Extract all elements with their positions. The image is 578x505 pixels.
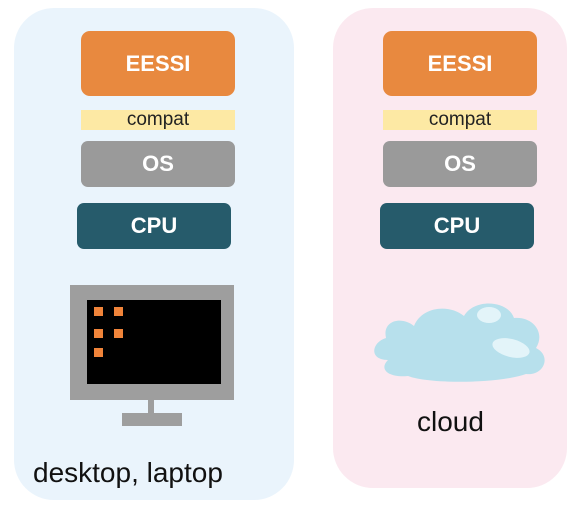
os-layer-left: OS <box>81 141 235 187</box>
screen-pixel <box>94 329 103 338</box>
desktop-monitor-icon <box>70 285 234 426</box>
monitor-base <box>122 413 182 426</box>
os-layer-right: OS <box>383 141 537 187</box>
cpu-layer-left: CPU <box>77 203 231 249</box>
screen-pixel <box>114 307 123 316</box>
cloud-highlight <box>477 307 501 323</box>
cloud-icon <box>374 303 545 382</box>
eessi-layer-right: EESSI <box>383 31 537 96</box>
monitor-neck <box>148 400 154 413</box>
cloud-shape <box>374 303 545 382</box>
screen-pixel <box>94 348 103 357</box>
screen-pixel <box>114 329 123 338</box>
eessi-layer-left: EESSI <box>81 31 235 96</box>
desktop-laptop-caption: desktop, laptop <box>33 457 223 488</box>
cpu-layer-right: CPU <box>380 203 534 249</box>
monitor-screen <box>87 300 221 384</box>
cloud-highlight <box>492 338 530 358</box>
compat-layer-right: compat <box>383 109 537 130</box>
cloud-caption: cloud <box>417 406 484 437</box>
screen-pixel <box>94 307 103 316</box>
compat-layer-left: compat <box>81 109 235 130</box>
